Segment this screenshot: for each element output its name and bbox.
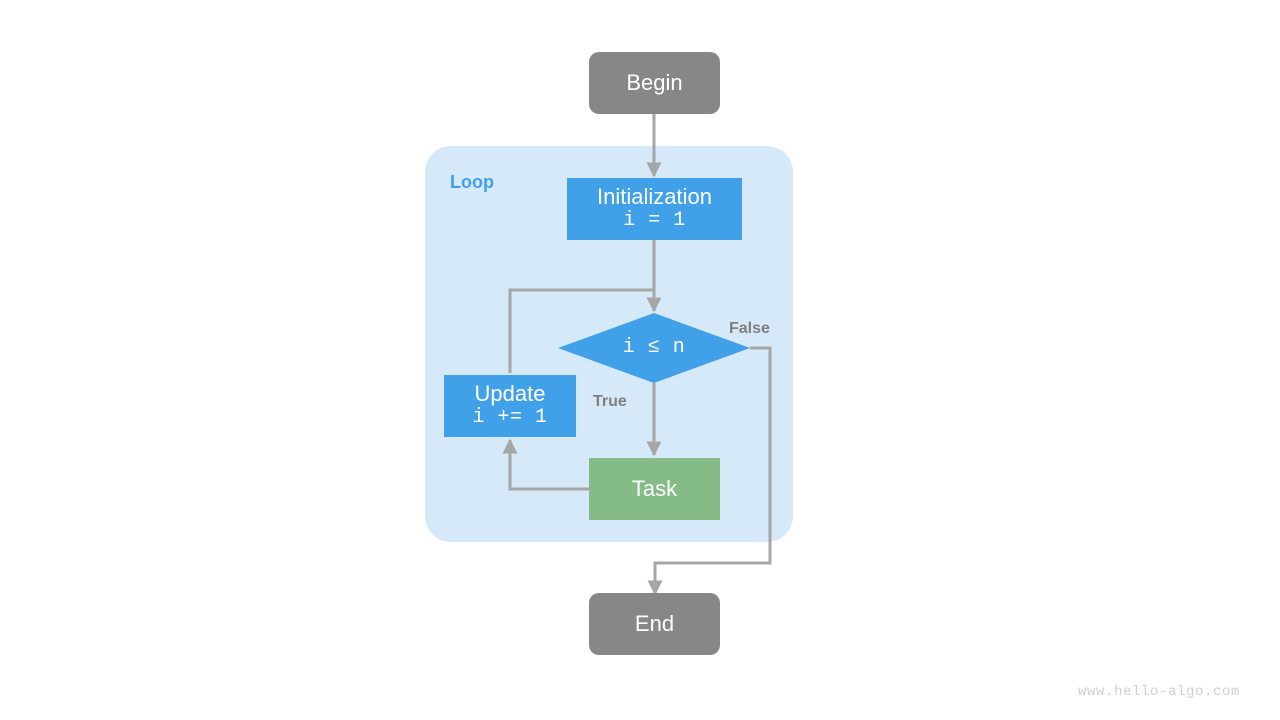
watermark: www.hello-algo.com: [1077, 684, 1240, 700]
edge-label-true: True: [593, 393, 627, 410]
node-end[interactable]: [589, 593, 720, 655]
loop-group-label: Loop: [450, 172, 494, 192]
node-update[interactable]: [444, 375, 576, 437]
node-condition[interactable]: [558, 313, 750, 383]
edge-label-false: False: [729, 320, 770, 337]
edge-condition-to-end: [647, 346, 772, 596]
edge-update-to-condition: [508, 288, 654, 373]
node-begin[interactable]: [589, 52, 720, 114]
node-initialization[interactable]: [567, 178, 742, 240]
edge-task-to-update: [502, 438, 589, 491]
node-task[interactable]: [589, 458, 720, 520]
